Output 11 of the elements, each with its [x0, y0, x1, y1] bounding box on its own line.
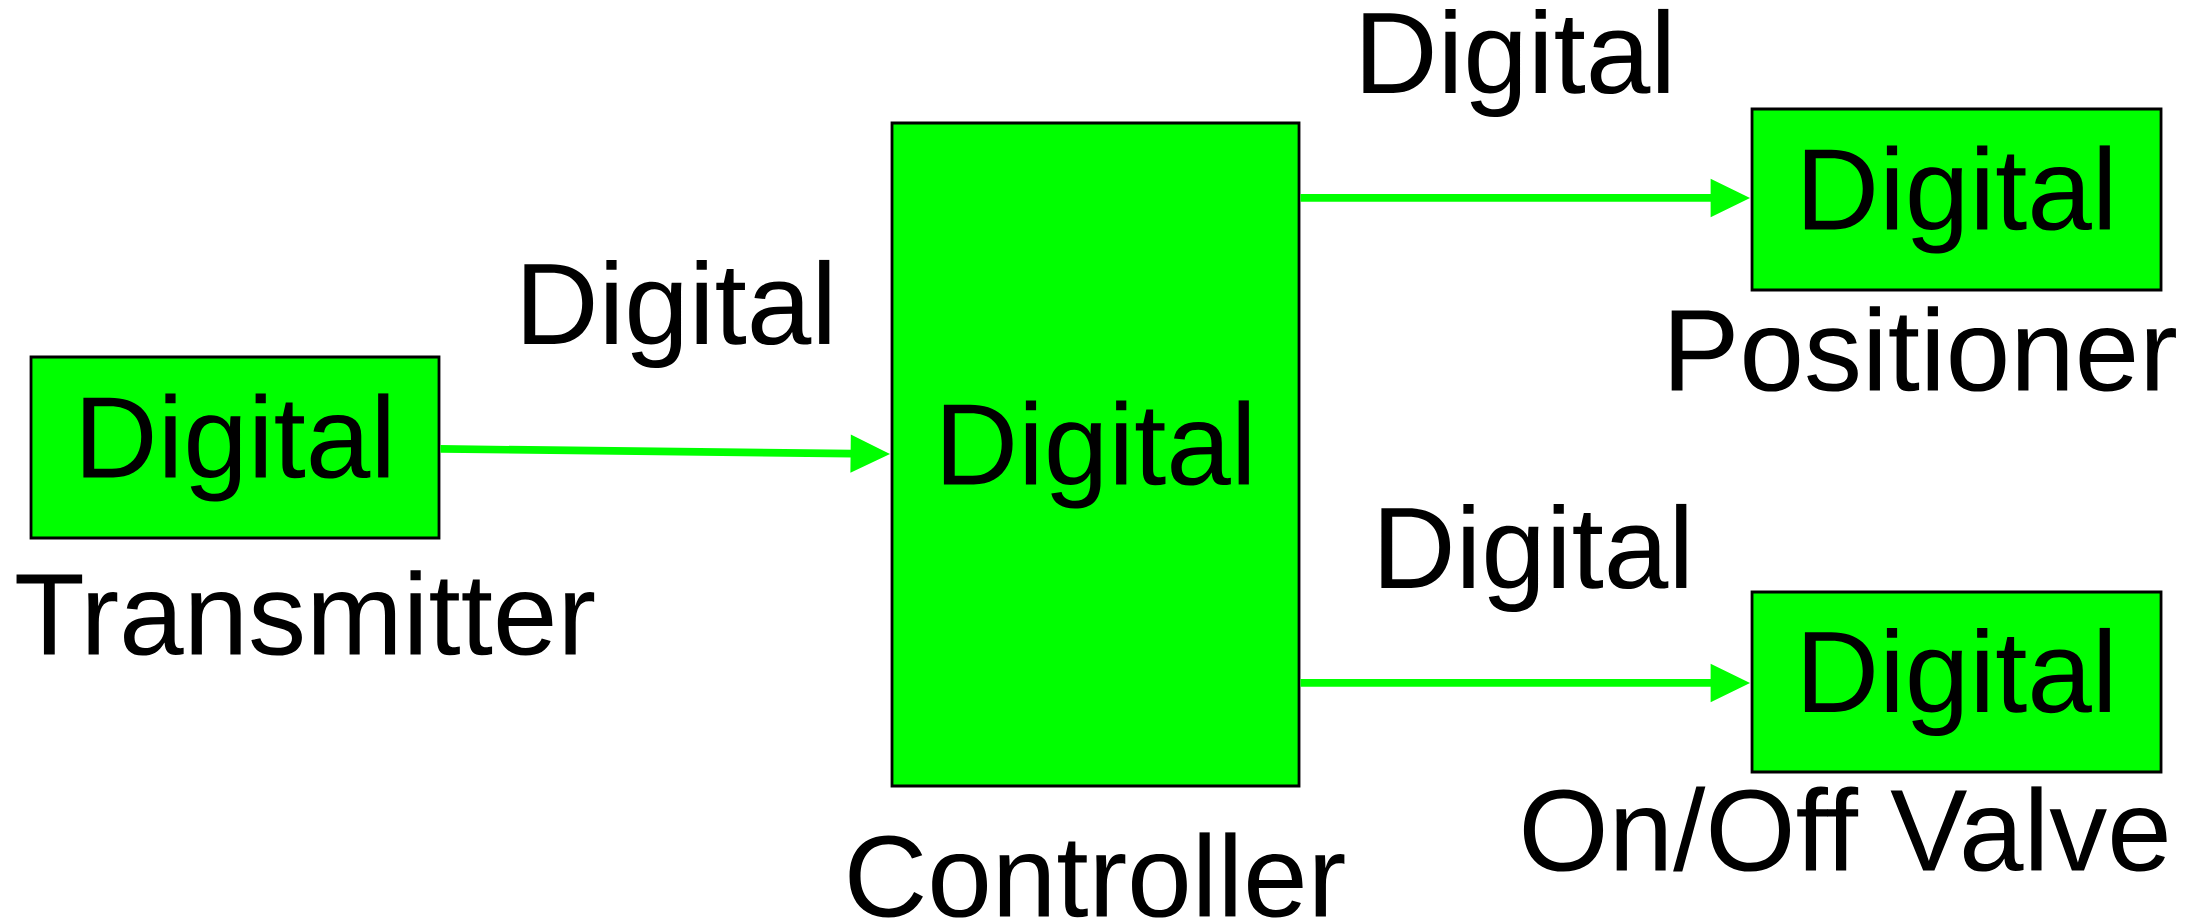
edge-label: Digital: [511, 256, 841, 372]
device-caption: Positioner: [1671, 306, 2176, 392]
device-box: Digital: [29, 355, 441, 540]
device-caption: Transmitter: [16, 570, 595, 656]
edge-label: Digital: [1350, 5, 1680, 121]
device-box: Digital: [890, 121, 1301, 788]
device-caption: Controller: [849, 832, 1345, 918]
device-box: Digital: [1750, 590, 2163, 774]
device-caption: On/Off Valve: [1523, 786, 2167, 872]
device-box: Digital: [1750, 107, 2163, 292]
edge-label: Digital: [1368, 500, 1698, 616]
